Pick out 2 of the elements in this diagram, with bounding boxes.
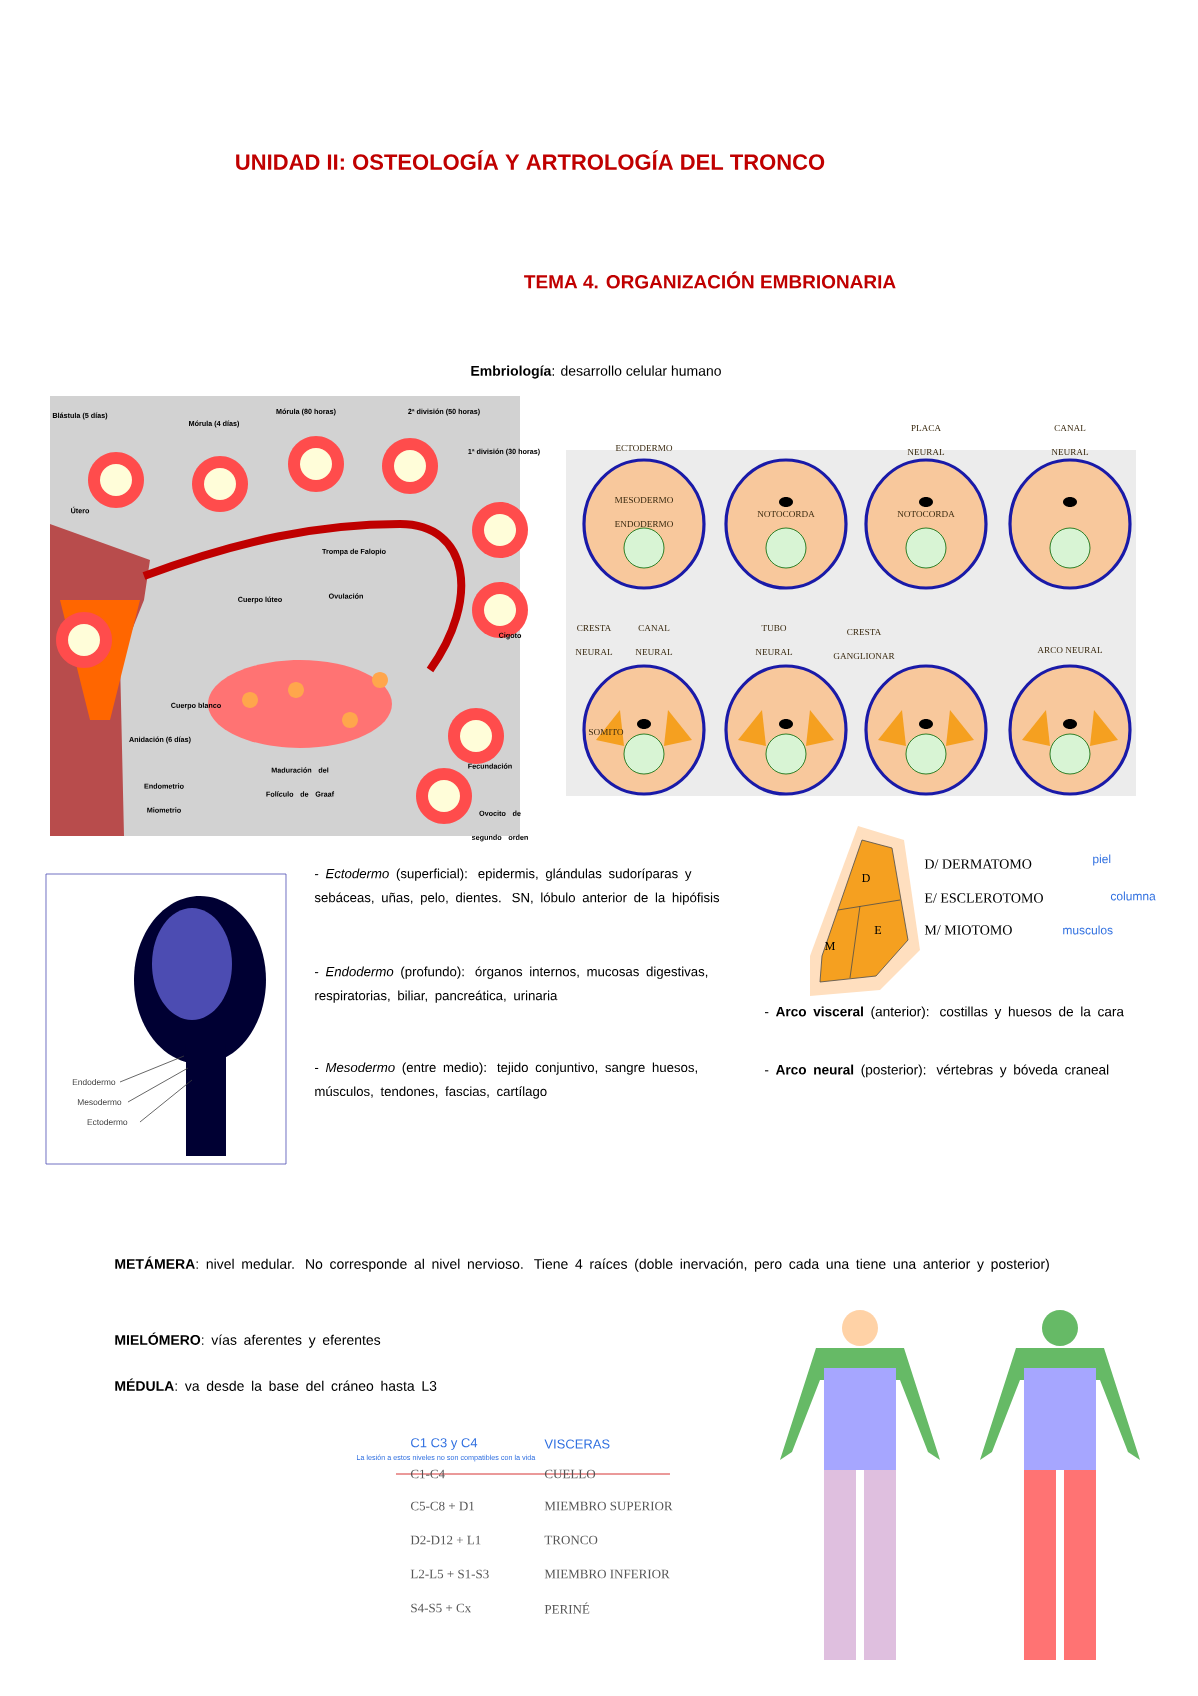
title-heading: UNIDAD II: OSTEOLOGÍA Y ARTROLOGÍA DEL TRONCO (236, 150, 825, 170)
subtitle: TEMA 4. ORGANIZACIÓN EMBRIONARIA (524, 271, 896, 289)
